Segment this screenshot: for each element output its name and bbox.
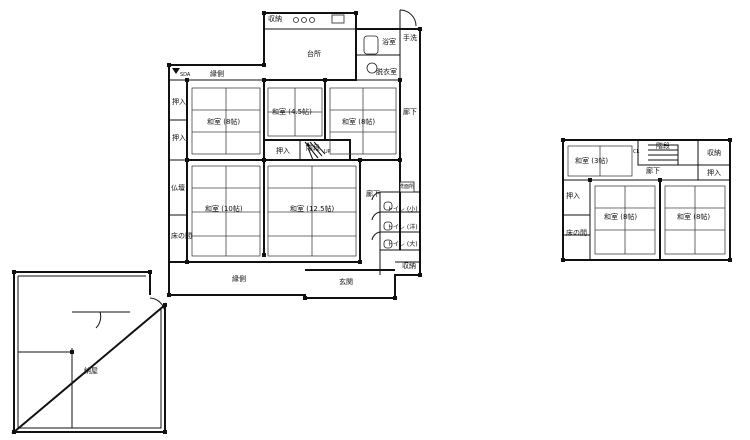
label-f2-oshiire-right: 押入 xyxy=(707,168,721,177)
room-labels: 収納 台所 浴室 手洗 脱衣室 SDA 縁側 押入 押入 和室 (8帖) 和室 … xyxy=(84,14,721,375)
label-washitsu-8b: 和室 (8帖) xyxy=(342,117,375,126)
label-washroom: 洗面所 xyxy=(399,183,414,190)
label-corridor-2: 廊下 xyxy=(366,189,380,198)
label-storage-entrance: 収納 xyxy=(402,261,416,270)
label-washitsu-10: 和室 (10帖) xyxy=(205,204,243,213)
label-shed: 納屋 xyxy=(84,366,98,375)
label-stairs: 階段 xyxy=(306,143,320,152)
label-butsuma: 仏壇 xyxy=(171,183,185,192)
label-f2-storage: 収納 xyxy=(707,148,721,157)
label-oshiire-center: 押入 xyxy=(276,146,290,155)
label-f2-washitsu-8a: 和室 (8帖) xyxy=(604,212,637,221)
main-house xyxy=(167,9,422,300)
label-storage-kitchen: 収納 xyxy=(268,14,282,23)
label-engawa-top: 縁側 xyxy=(210,69,224,78)
label-f2-stairs: 階段 xyxy=(656,141,670,150)
label-oshiire-1: 押入 xyxy=(172,97,186,106)
label-toilet-large: トイレ (大) xyxy=(387,240,418,248)
label-up: UP xyxy=(324,149,331,155)
label-f2-washitsu-3: 和室 (3帖) xyxy=(575,156,608,165)
label-toilet-small: トイレ (小) xyxy=(387,205,418,213)
shed xyxy=(11,270,167,434)
label-kitchen: 台所 xyxy=(307,49,321,58)
label-sda: SDA xyxy=(180,72,191,78)
label-f2-tokonoma: 床の間 xyxy=(566,228,587,237)
label-f2-cl: CL xyxy=(633,149,639,155)
label-oshiire-2: 押入 xyxy=(172,133,186,142)
label-dressing: 脱衣室 xyxy=(376,67,397,76)
label-handwash: 手洗 xyxy=(403,33,417,42)
label-f2-oshiire-left: 押入 xyxy=(566,191,580,200)
label-washitsu-12-5: 和室 (12.5帖) xyxy=(290,204,335,213)
label-corridor-1: 廊下 xyxy=(403,107,417,116)
label-f2-washitsu-8b: 和室 (8帖) xyxy=(677,212,710,221)
second-floor xyxy=(561,138,732,262)
label-toilet-west: トイレ (洋) xyxy=(387,223,418,231)
label-engawa-bottom: 縁側 xyxy=(232,274,246,283)
label-entrance: 玄関 xyxy=(339,277,353,286)
label-f2-corridor: 廊下 xyxy=(646,166,660,175)
label-bath: 浴室 xyxy=(382,37,396,46)
label-tokonoma: 床の間 xyxy=(171,231,192,240)
label-washitsu-4-5: 和室 (4.5帖) xyxy=(272,107,312,116)
label-washitsu-8a: 和室 (8帖) xyxy=(207,117,240,126)
